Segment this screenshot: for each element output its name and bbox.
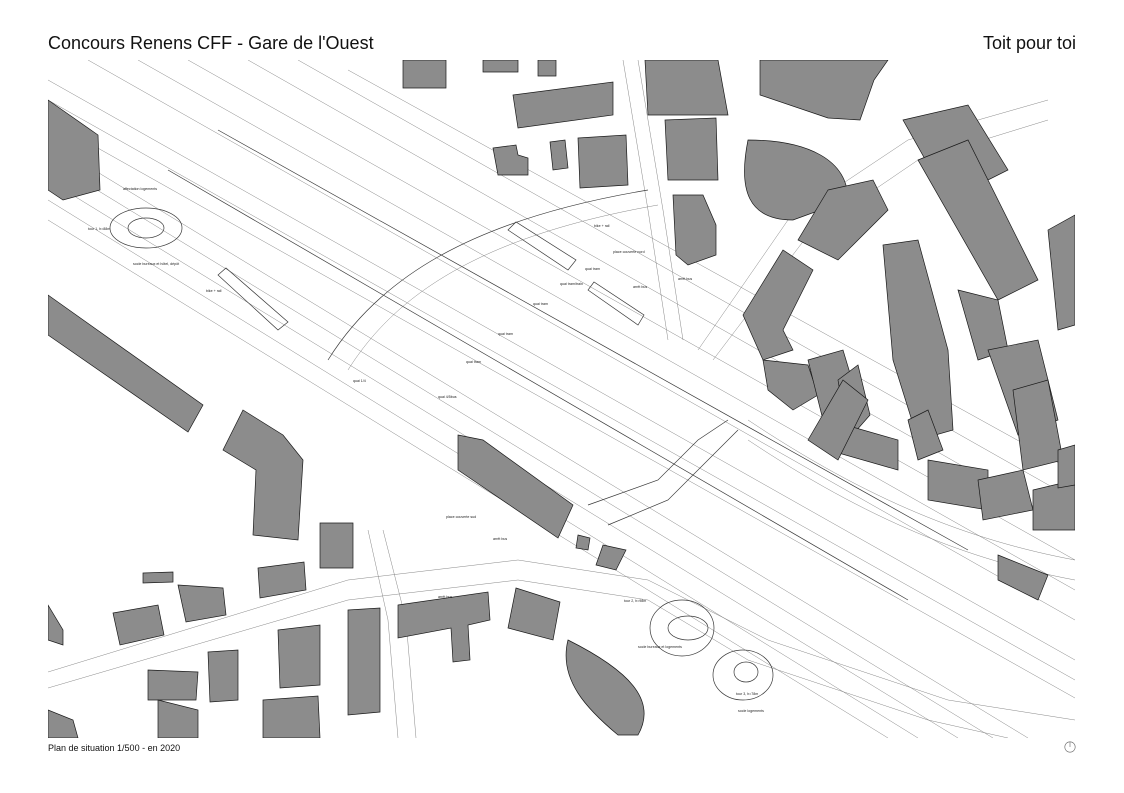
plan-caption: Plan de situation 1/500 - en 2020 <box>48 743 181 753</box>
label-affectation-1: affectation logements <box>123 187 157 191</box>
label-tower-3: tour 3, h=78m <box>736 692 758 696</box>
site-plan-drawing: affectation logements tour 1, h=88m socl… <box>48 60 1075 738</box>
label-bike-rail-west: bike + rail <box>206 289 222 293</box>
label-place-sud: place couverte sud <box>446 515 476 519</box>
page-title: Concours Renens CFF - Gare de l'Ouest <box>48 33 374 53</box>
roads <box>48 60 1075 738</box>
platform-canopies <box>217 221 739 526</box>
label-quai-tram-1: quai tram <box>466 360 481 364</box>
label-bureaux-1: socle bureaux et hôtel, dépôt <box>133 262 179 266</box>
label-arret-bus-north: arrêt bus <box>633 285 647 289</box>
label-quai-tram-train: quai tram/train <box>560 282 583 286</box>
label-quai-1: quai 1/4 <box>353 379 366 383</box>
label-tower-2: tour 2, h=98m <box>624 599 646 603</box>
label-arret-bus-south: arrêt bus <box>493 537 507 541</box>
label-tower-1: tour 1, h=88m <box>88 227 110 231</box>
label-quai-tram-3: quai tram <box>533 302 548 306</box>
project-motto: Toit pour toi <box>982 33 1076 53</box>
label-bike-rail-east: bike + rail <box>594 224 610 228</box>
label-place-nord: place couverte nord <box>613 250 645 254</box>
label-bureaux-2: socle bureaux et logements <box>638 645 682 649</box>
tower-footprints <box>109 207 774 701</box>
site-plan-map: affectation logements tour 1, h=88m socl… <box>48 60 1075 738</box>
label-quai-center: quai 4/5bus <box>438 395 457 399</box>
label-quai-tram-2: quai tram <box>498 332 513 336</box>
label-quai-tram-5: quai tram <box>585 267 600 271</box>
north-arrow-icon <box>1064 741 1076 753</box>
label-arret-bus-north-2: arrêt bus <box>678 277 692 281</box>
buildings <box>48 60 1075 738</box>
label-affectation-3: socle logements <box>738 709 764 713</box>
label-arret-bus-south-2: arrêt bus <box>438 595 452 599</box>
map-labels: affectation logements tour 1, h=88m socl… <box>88 187 764 713</box>
